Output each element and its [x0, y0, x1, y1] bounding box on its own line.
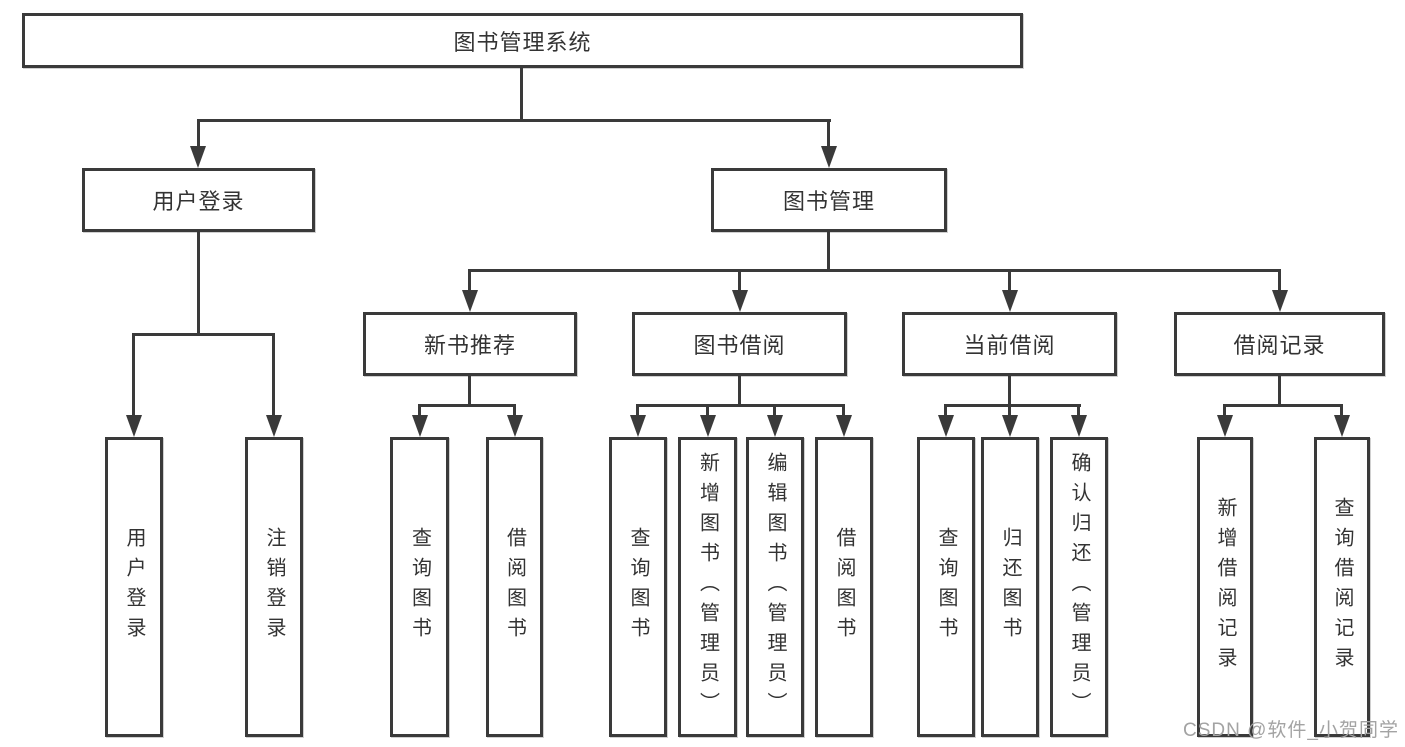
arrowhead-user-login	[190, 146, 206, 168]
connector-drop-cb-query	[944, 404, 947, 419]
leaf-label: 新增借阅记录	[1214, 497, 1236, 677]
connector-level3-rail	[468, 269, 1281, 272]
arrowhead-leaf-user-login	[126, 415, 142, 437]
arrowhead-bb-query	[630, 415, 646, 437]
leaf-bb-borrow-books: 借阅图书	[815, 437, 873, 737]
leaf-label: 新增图书（管理员）	[696, 452, 719, 722]
leaf-bb-add-books-admin: 新增图书（管理员）	[678, 437, 737, 737]
connector-drop-br-add	[1223, 404, 1226, 419]
connector-drop-current-borrow	[1008, 269, 1011, 294]
leaf-br-add-record: 新增借阅记录	[1197, 437, 1253, 737]
leaf-nbr-borrow-books: 借阅图书	[486, 437, 543, 737]
leaf-label: 借阅图书	[503, 527, 526, 647]
node-label: 用户登录	[152, 189, 245, 214]
arrowhead-borrow-records	[1272, 290, 1288, 312]
connector-level2-rail	[197, 119, 831, 122]
arrowhead-bb-edit	[767, 415, 783, 437]
leaf-nbr-query-books: 查询图书	[390, 437, 449, 737]
arrowhead-cb-query	[938, 415, 954, 437]
arrowhead-leaf-logout	[266, 415, 282, 437]
connector-user-login-stem	[197, 232, 200, 336]
connector-drop-bb-add	[706, 404, 709, 419]
leaf-cb-confirm-return-admin: 确认归还（管理员）	[1050, 437, 1108, 737]
leaf-label: 注销登录	[263, 527, 285, 647]
connector-drop-nbr-query	[418, 404, 421, 419]
connector-book-management-stem	[827, 232, 830, 272]
node-label: 借阅记录	[1233, 333, 1326, 358]
node-label: 图书管理	[782, 189, 875, 214]
arrowhead-new-book-recommend	[462, 290, 478, 312]
leaf-label: 确认归还（管理员）	[1068, 452, 1090, 722]
leaf-bb-edit-books-admin: 编辑图书（管理员）	[746, 437, 804, 737]
connector-current-borrow-stem	[1008, 376, 1011, 407]
connector-borrow-records-rail	[1223, 404, 1343, 407]
arrowhead-br-add	[1217, 415, 1233, 437]
csdn-watermark: CSDN @软件_小贺同学	[1183, 720, 1399, 741]
leaf-label: 用户登录	[123, 527, 145, 647]
leaf-label: 查询图书	[627, 527, 649, 647]
arrowhead-current-borrow	[1002, 290, 1018, 312]
connector-drop-book-management	[827, 119, 830, 149]
connector-drop-bb-borrow	[842, 404, 845, 419]
node-borrow-records: 借阅记录	[1174, 312, 1385, 376]
connector-book-borrow-rail	[636, 404, 844, 407]
connector-drop-leaf-user-login	[132, 333, 135, 419]
arrowhead-nbr-borrow	[507, 415, 523, 437]
arrowhead-br-query	[1334, 415, 1350, 437]
connector-drop-cb-return	[1008, 404, 1011, 419]
arrowhead-bb-add	[700, 415, 716, 437]
arrowhead-bb-borrow	[836, 415, 852, 437]
node-label: 新书推荐	[423, 333, 516, 358]
node-user-login: 用户登录	[82, 168, 315, 232]
connector-drop-leaf-logout	[272, 333, 275, 419]
node-label: 图书借阅	[693, 333, 786, 358]
connector-drop-user-login	[197, 119, 200, 149]
node-new-book-recommend: 新书推荐	[363, 312, 577, 376]
leaf-user-login: 用户登录	[105, 437, 163, 737]
arrowhead-cb-confirm	[1071, 415, 1087, 437]
connector-user-login-rail	[132, 333, 275, 336]
leaf-label: 查询借阅记录	[1331, 497, 1353, 677]
connector-drop-book-borrow	[738, 269, 741, 294]
connector-current-borrow-rail	[944, 404, 1081, 407]
node-label: 图书管理系统	[453, 29, 592, 55]
node-book-management: 图书管理	[711, 168, 947, 232]
connector-drop-cb-confirm	[1077, 404, 1080, 419]
node-current-borrow: 当前借阅	[902, 312, 1117, 376]
leaf-label: 编辑图书（管理员）	[764, 452, 786, 722]
arrowhead-book-management	[821, 146, 837, 168]
connector-drop-nbr-borrow	[513, 404, 516, 419]
connector-root-stem	[520, 68, 523, 122]
connector-drop-new-book-recommend	[468, 269, 471, 294]
leaf-cb-query-books: 查询图书	[917, 437, 975, 737]
leaf-label: 查询图书	[408, 527, 431, 647]
node-book-borrow: 图书借阅	[632, 312, 847, 376]
node-root-system: 图书管理系统	[22, 13, 1023, 68]
arrowhead-cb-return	[1002, 415, 1018, 437]
connector-drop-br-query	[1340, 404, 1343, 419]
leaf-cb-return-books: 归还图书	[981, 437, 1039, 737]
connector-borrow-records-stem	[1278, 376, 1281, 407]
leaf-label: 借阅图书	[833, 527, 855, 647]
leaf-label: 归还图书	[999, 527, 1021, 647]
connector-drop-bb-query	[636, 404, 639, 419]
connector-new-book-recommend-rail	[418, 404, 516, 407]
connector-drop-borrow-records	[1278, 269, 1281, 294]
connector-drop-bb-edit	[773, 404, 776, 419]
connector-new-book-recommend-stem	[468, 376, 471, 407]
leaf-logout: 注销登录	[245, 437, 303, 737]
arrowhead-book-borrow	[732, 290, 748, 312]
arrowhead-nbr-query	[412, 415, 428, 437]
leaf-br-query-record: 查询借阅记录	[1314, 437, 1370, 737]
leaf-bb-query-books: 查询图书	[609, 437, 667, 737]
connector-book-borrow-stem	[738, 376, 741, 407]
node-label: 当前借阅	[963, 333, 1056, 358]
leaf-label: 查询图书	[935, 527, 957, 647]
